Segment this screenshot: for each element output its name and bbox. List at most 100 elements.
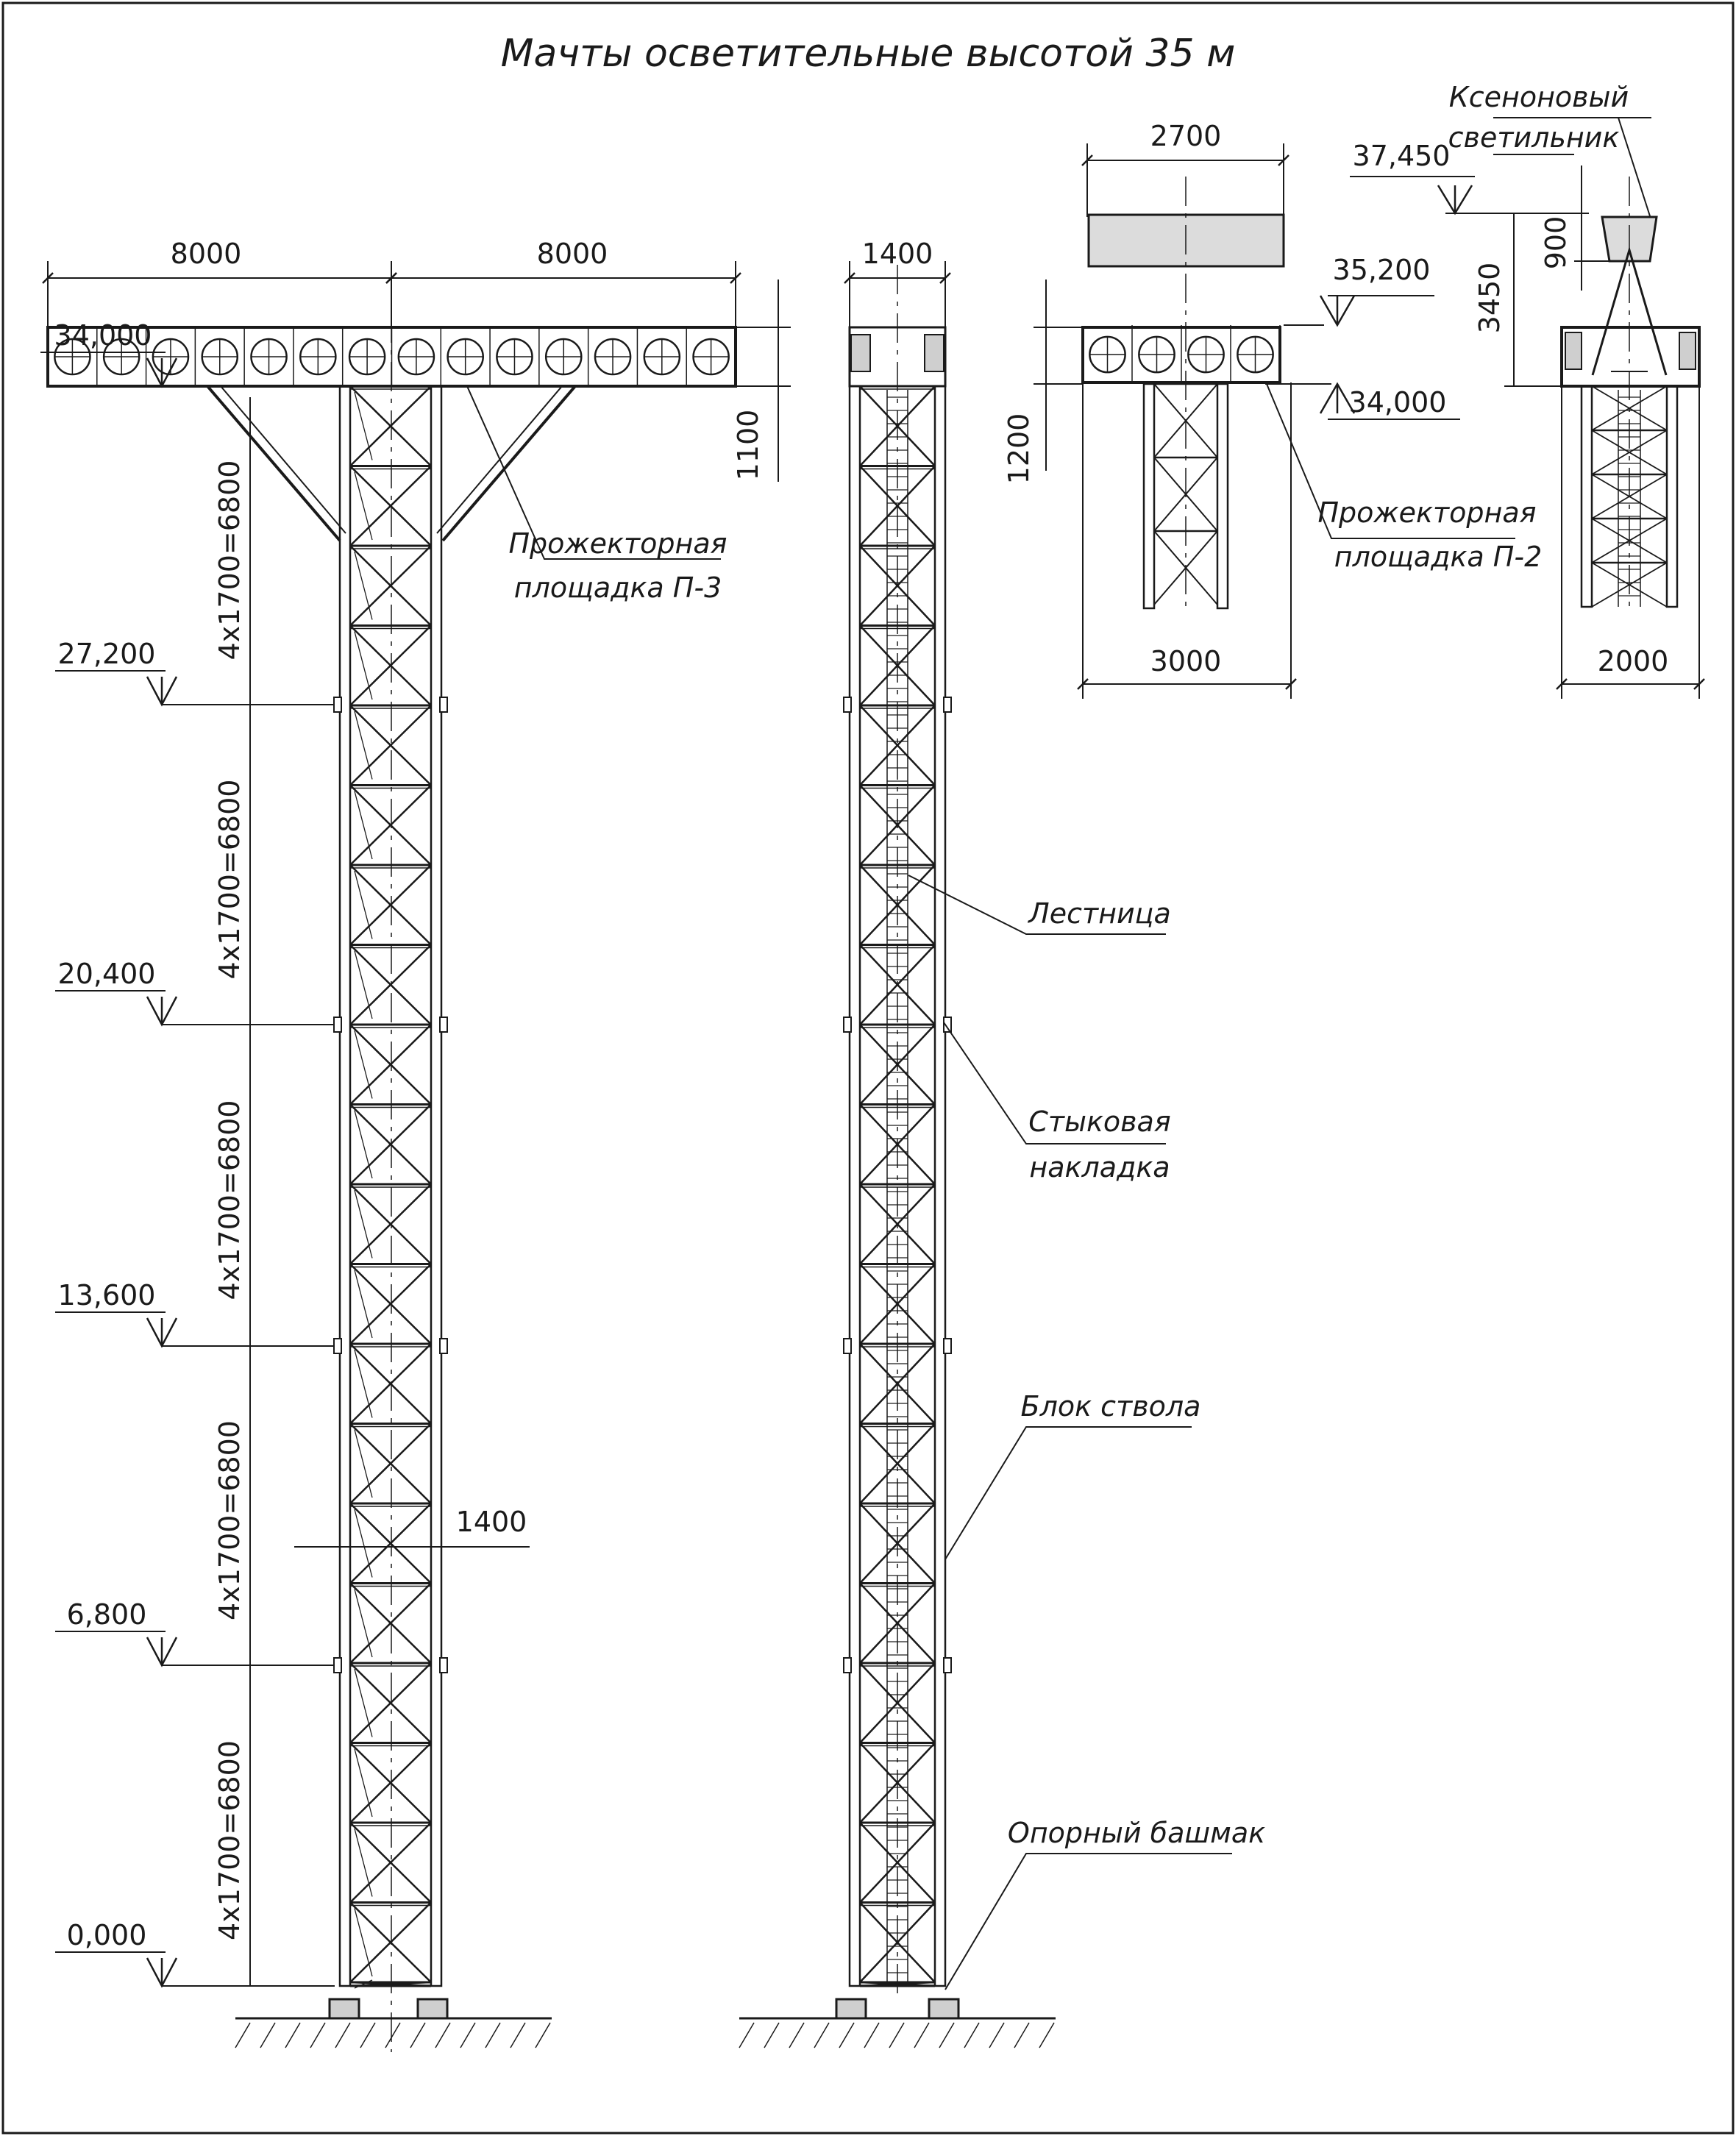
joint-plate	[843, 697, 852, 713]
hatch-line	[789, 2022, 805, 2048]
brace	[859, 465, 936, 547]
hatch-line	[410, 2022, 426, 2048]
hatch-line	[889, 2022, 905, 2048]
brace-right	[441, 385, 577, 542]
brace-secondary	[354, 471, 373, 541]
brace	[859, 1423, 936, 1504]
chord-right	[1216, 382, 1229, 610]
front-width-label: 1400	[862, 238, 933, 270]
p3-label-1: Прожекторная	[508, 527, 727, 560]
joint-label-1: Стыковая	[1028, 1106, 1170, 1138]
block-leader	[945, 1426, 1192, 1560]
chord-right	[933, 385, 947, 1987]
mast-shaft-side	[333, 385, 448, 1989]
platform-p2-detail: 2700 35,200 34,000 1200 Прожекторная пло…	[1003, 120, 1542, 699]
chord-left	[338, 385, 352, 1987]
lamp-height-label: 3450	[1473, 263, 1506, 334]
joint-plate	[333, 1657, 342, 1673]
joint-plate	[439, 1017, 448, 1033]
hatch-line	[360, 2022, 376, 2048]
brace-secondary	[354, 1270, 373, 1339]
p2-mast-top	[1142, 382, 1229, 610]
platform-end-block	[924, 334, 945, 372]
brace-secondary	[354, 870, 373, 939]
hatch-line	[285, 2022, 301, 2048]
p2-label-2: площадка П-2	[1334, 541, 1543, 573]
ground-hatch	[739, 2022, 1055, 2048]
hatch-line	[460, 2022, 476, 2048]
brace	[349, 1742, 432, 1823]
brace	[349, 385, 432, 467]
lamp-label-1: Ксеноновый	[1449, 81, 1629, 113]
xenon-lamp-detail: Ксеноновый светильник 37,450 900 3450 20…	[1350, 81, 1705, 699]
brace	[349, 864, 432, 946]
span-left-dim: 8000	[171, 238, 242, 270]
hatch-line	[939, 2022, 955, 2048]
brace-secondary	[354, 1908, 373, 1977]
hatch-line	[814, 2022, 830, 2048]
brace	[859, 545, 936, 627]
hatch-line	[1014, 2022, 1030, 2048]
joint-plate	[333, 697, 342, 713]
level-34000: 34,000	[54, 319, 152, 352]
joint-plate	[943, 1017, 952, 1033]
mast-front-view: 1400 Лестница Стыковая накладка Блок ств…	[739, 238, 1265, 2048]
brace-secondary	[354, 1349, 373, 1418]
brace-secondary	[354, 1589, 373, 1658]
shoe-label: Опорный башмак	[1008, 1817, 1265, 1849]
dim-tick	[385, 272, 397, 284]
floodlight-row	[54, 327, 736, 386]
lamp-platform	[1560, 326, 1701, 388]
p2-floodlights	[1089, 325, 1281, 384]
joint-plate	[943, 1657, 952, 1673]
drawing-title: Мачты осветительные высотой 35 м	[501, 32, 1236, 76]
level-34000-p2: 34,000	[1349, 386, 1447, 419]
dim-tick	[1077, 678, 1089, 690]
brace	[349, 1263, 432, 1345]
dim-tick	[42, 272, 54, 284]
hatch-line	[510, 2022, 526, 2048]
ground-hatch	[235, 2022, 551, 2048]
joint-leader	[943, 1022, 1166, 1144]
hatch-line	[435, 2022, 451, 2048]
brace	[859, 705, 936, 786]
platform-end-block	[1565, 332, 1582, 370]
platform-end-block	[1679, 332, 1696, 370]
section-dims: 4x1700=68004x1700=68004x1700=68004x1700=…	[213, 460, 261, 1987]
p2-leader	[1266, 383, 1515, 539]
p3-leader	[466, 385, 721, 560]
platform-height-label: 1100	[732, 410, 764, 481]
brace-secondary	[354, 391, 373, 460]
hatch-line	[385, 2022, 401, 2048]
brace-secondary	[354, 1748, 373, 1818]
brace	[349, 1503, 432, 1584]
brace	[349, 705, 432, 786]
brace	[349, 1183, 432, 1265]
level-mark-label: 13,600	[58, 1279, 156, 1311]
brace-secondary	[354, 1509, 373, 1578]
brace-secondary	[354, 1030, 373, 1099]
hatch-line	[764, 2022, 780, 2048]
section-dim-label: 4x1700=6800	[213, 780, 246, 980]
support-shoe	[328, 1998, 360, 2020]
joint-plate	[943, 697, 952, 713]
brace	[349, 1582, 432, 1664]
section-dim-label: 4x1700=6800	[213, 1420, 246, 1620]
joint-plate	[439, 1338, 448, 1354]
chord-right	[430, 385, 443, 1987]
dim-tick	[1285, 678, 1297, 690]
joint-plate	[943, 1338, 952, 1354]
p2-bottom-width: 3000	[1150, 645, 1222, 677]
p2-label-1: Прожекторная	[1317, 496, 1536, 529]
dim-tick	[1556, 678, 1568, 690]
support-shoe	[835, 1998, 867, 2020]
dim-tick	[1693, 678, 1705, 690]
brace	[859, 1822, 936, 1904]
hatch-line	[839, 2022, 855, 2048]
lamp-mast-top	[1580, 385, 1679, 608]
lamp-label-2: светильник	[1448, 121, 1620, 154]
brace-secondary	[354, 1828, 373, 1897]
